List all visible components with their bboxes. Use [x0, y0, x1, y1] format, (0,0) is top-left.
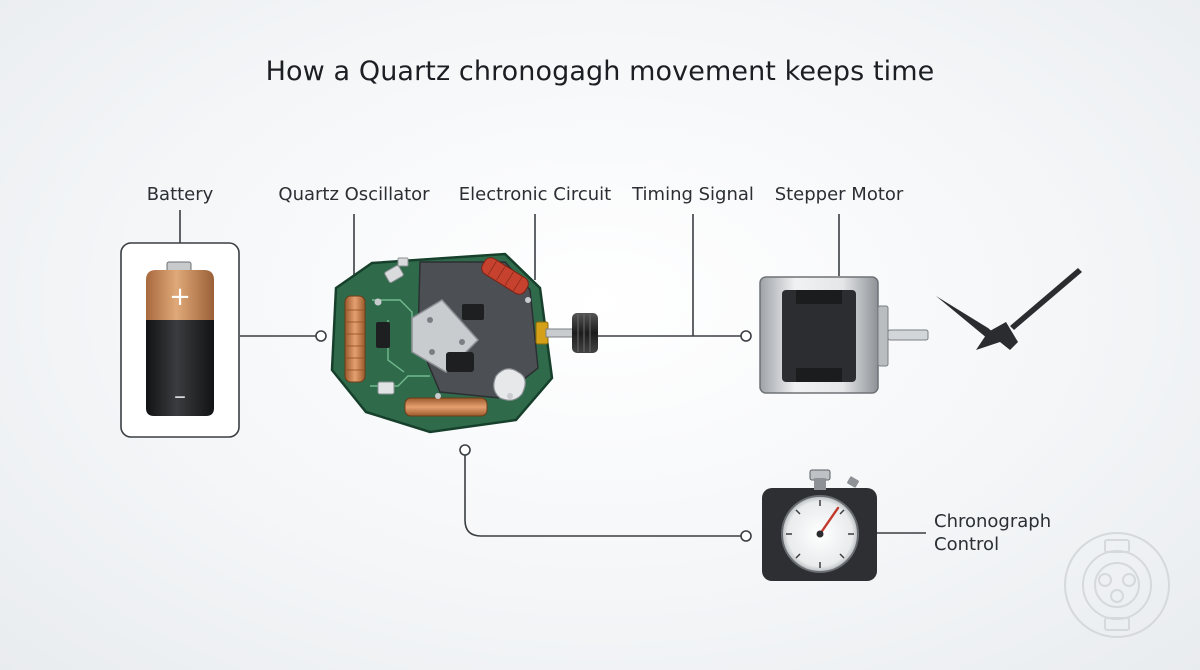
battery-minus-symbol: – [174, 382, 186, 410]
label-quartz-oscillator: Quartz Oscillator [278, 184, 430, 205]
watch-hands-icon [936, 268, 1082, 350]
label-chronograph-control-line1: Chronograph [934, 511, 1052, 532]
label-chronograph-control-line2: Control [934, 534, 1000, 555]
node-chronograph-input [740, 530, 752, 542]
watch-watermark-icon [1064, 532, 1170, 638]
quartz-movement-icon [330, 252, 598, 434]
node-circuit-output [459, 444, 471, 456]
label-electronic-circuit: Electronic Circuit [458, 184, 612, 205]
stopwatch-icon [762, 469, 877, 581]
connector-circuit-chronograph [464, 455, 741, 537]
label-timing-signal: Timing Signal [632, 184, 754, 205]
battery-icon [120, 242, 240, 438]
battery-plus-symbol: + [169, 282, 191, 312]
label-chronograph-control: Chronograph Control [934, 510, 1051, 556]
diagram-title: How a Quartz chronogagh movement keeps t… [265, 56, 935, 87]
node-motor-input [740, 330, 752, 342]
node-circuit-input [315, 330, 327, 342]
label-battery: Battery [146, 184, 214, 205]
label-stepper-motor: Stepper Motor [774, 184, 904, 205]
stepper-motor-icon [759, 276, 929, 394]
